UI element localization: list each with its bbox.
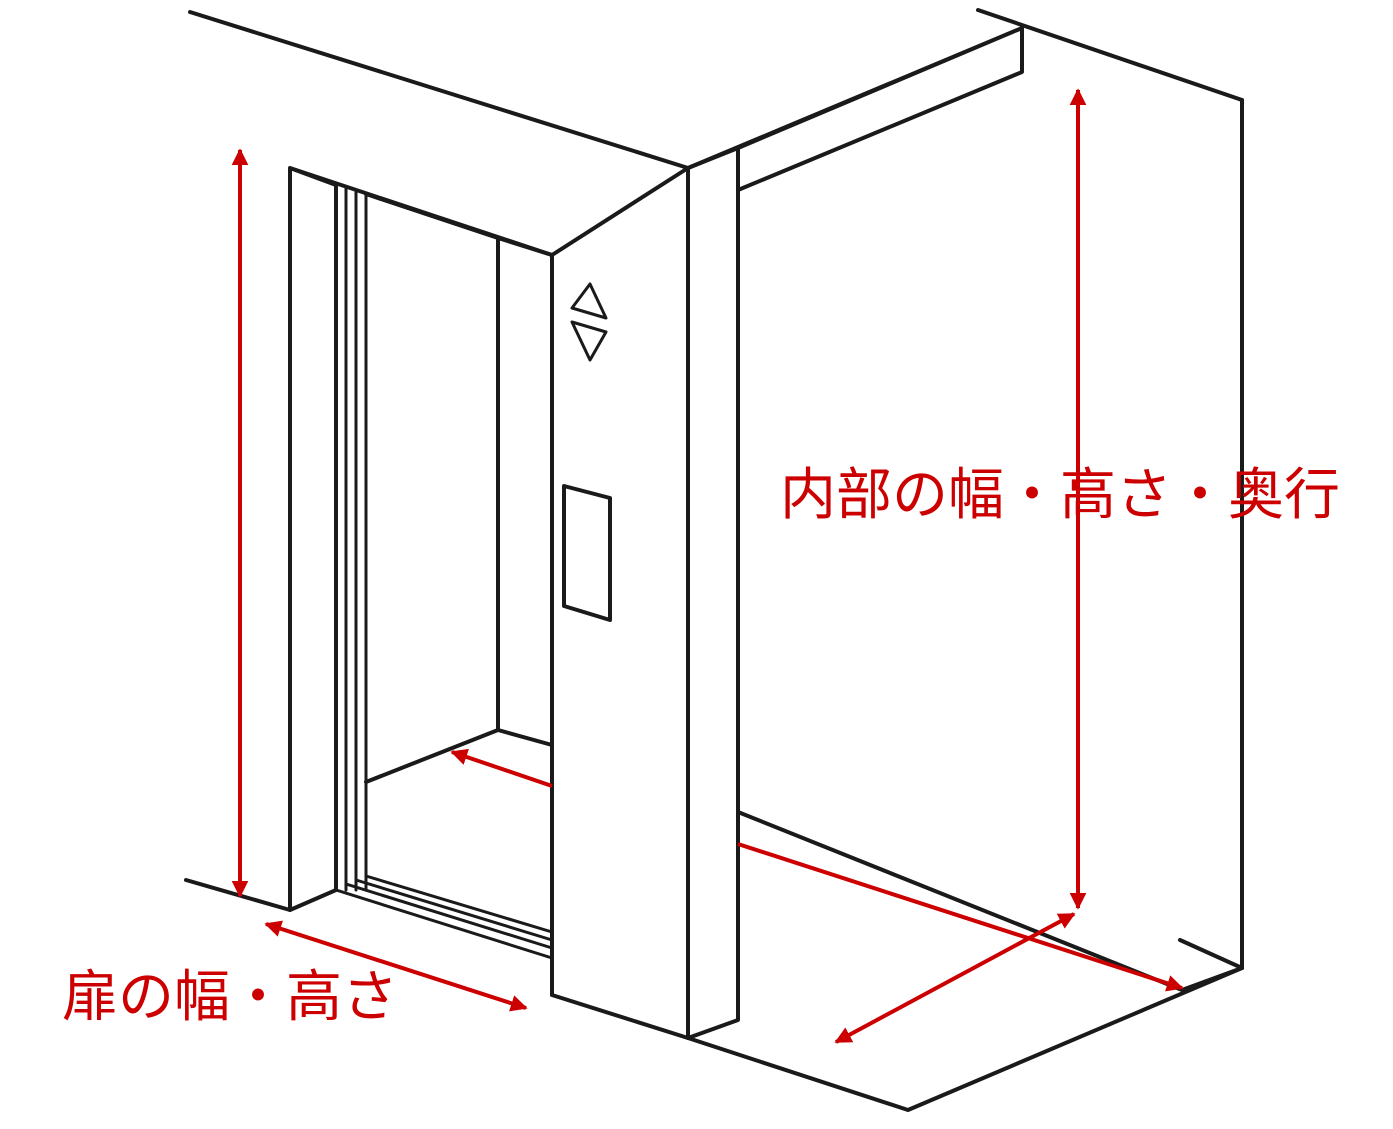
wall-top-left-edge [188, 10, 690, 170]
interior-back-wall [364, 192, 554, 784]
interior-depth-arrow-inner [450, 748, 553, 788]
interior-depth-arrow-outer [737, 842, 1184, 992]
door-frame-outer [288, 166, 554, 912]
ceiling-beam [686, 26, 1024, 192]
front-wall-panel [550, 166, 690, 1040]
floor-back-edge [736, 810, 1244, 992]
measurement-arrows [231, 88, 1184, 1044]
interior-width-arrow [834, 912, 1076, 1044]
floor-outline [686, 938, 1244, 1112]
triangle-up-icon [570, 282, 608, 320]
interior-dimensions-label: 内部の幅・高さ・奥行 [780, 463, 1340, 528]
corner-column [686, 146, 740, 1040]
door-frame-inner-jambs [344, 186, 368, 892]
door-dimensions-label: 扉の幅・高さ [62, 965, 398, 1030]
door-sill [334, 874, 554, 960]
wall-top-right-edge [976, 8, 1244, 102]
control-panel [562, 484, 612, 622]
door-width-arrow [264, 920, 528, 1012]
line-art [184, 8, 1244, 1112]
triangle-down-icon [570, 320, 608, 362]
